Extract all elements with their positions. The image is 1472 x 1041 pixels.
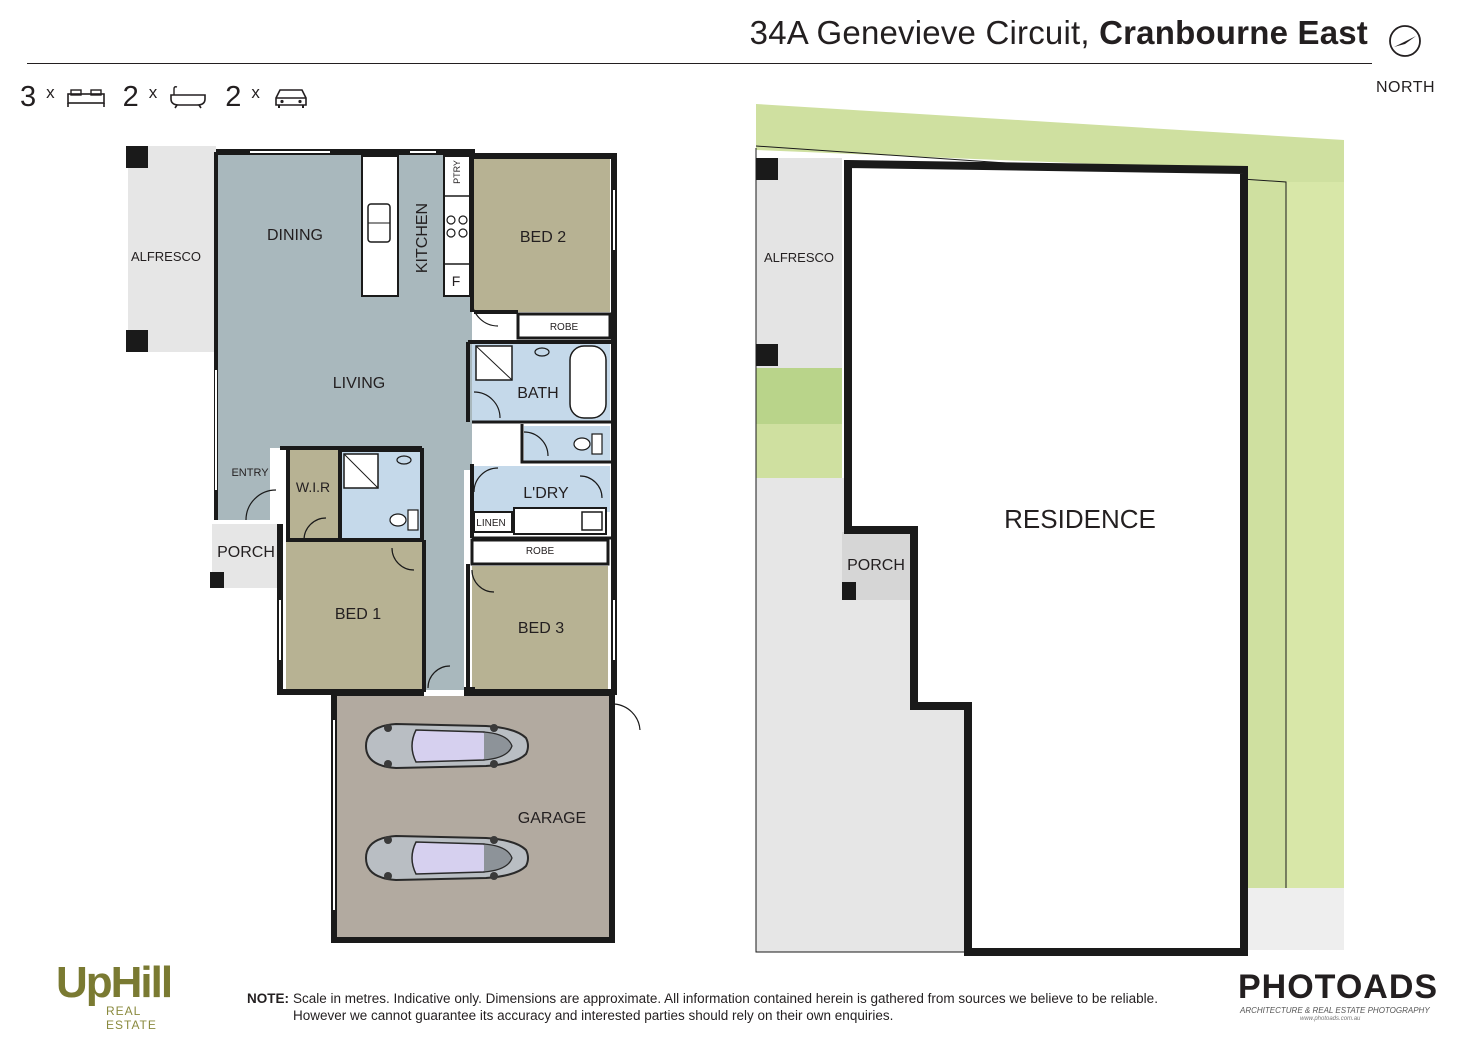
garden-bed: [756, 368, 842, 424]
address-suburb: Cranbourne East: [1099, 14, 1368, 51]
address-street: 34A Genevieve Circuit,: [749, 14, 1090, 51]
site-alfresco-area: [756, 158, 842, 368]
feature-summary: 3 x 2 x 2 x: [20, 80, 322, 114]
robe-bed3: [470, 538, 610, 566]
uphill-logo-subtitle: REAL ESTATE: [106, 1004, 157, 1032]
label-robe-bed2: ROBE: [550, 322, 579, 333]
label-wir: W.I.R: [296, 479, 330, 495]
note-line-2: However we cannot guarantee its accuracy…: [293, 1008, 894, 1023]
label-linen: LINEN: [476, 518, 505, 529]
label-dining: DINING: [267, 227, 323, 244]
cooktop-icon: [446, 215, 468, 238]
label-fridge: F: [452, 273, 461, 289]
times-symbol: x: [46, 83, 55, 102]
north-label: NORTH: [1376, 79, 1436, 96]
driveway-strip: [1244, 888, 1344, 950]
car-icon: [365, 723, 529, 769]
site-label-porch: PORCH: [847, 557, 905, 574]
label-pantry: PTRY: [452, 160, 462, 184]
label-entry: ENTRY: [231, 467, 269, 479]
label-bed1: BED 1: [335, 606, 381, 623]
basin-icon: [534, 347, 550, 357]
photoads-logo-url: www.photoads.com.au: [1300, 1016, 1361, 1022]
site-plan: ALFRESCO PORCH RESIDENCE: [755, 104, 1344, 956]
door-swings: [245, 299, 641, 731]
property-address: 34A Genevieve Circuit, Cranbourne East: [750, 14, 1368, 52]
site-label-residence: RESIDENCE: [1004, 504, 1156, 534]
alfresco-post: [126, 330, 148, 352]
bed2-area: [474, 156, 610, 312]
uphill-logo: UpHill REAL ESTATE: [56, 958, 196, 1032]
car-space-count: 2: [225, 80, 242, 113]
porch-post: [210, 572, 224, 588]
label-bed3: BED 3: [518, 620, 564, 637]
ensuite-toilet-icon: [389, 513, 407, 527]
photoads-logo-text: PHOTOADS: [1238, 968, 1439, 1006]
label-bed2: BED 2: [520, 229, 566, 246]
robe-bed2: [516, 312, 612, 340]
bathtub-icon: [569, 345, 607, 419]
photoads-logo-subtitle: ARCHITECTURE & REAL ESTATE PHOTOGRAPHY: [1240, 1006, 1430, 1015]
label-robe-bed3: ROBE: [526, 546, 555, 557]
laundry-trough: [581, 511, 603, 531]
times-symbol: x: [148, 83, 158, 102]
times-symbol: x: [251, 83, 260, 102]
car-icon: [275, 89, 307, 108]
bathroom-count: 2: [122, 80, 139, 113]
windows: [215, 151, 615, 910]
north-indicator: NORTH: [1376, 24, 1436, 97]
uphill-logo-text: UpHill: [56, 958, 173, 1007]
living-dining-area: [216, 152, 472, 690]
laundry-area: [472, 466, 610, 512]
label-alfresco: ALFRESCO: [131, 249, 201, 264]
bed1-area: [286, 542, 422, 692]
wir-area: [288, 450, 338, 540]
bed3-area: [472, 566, 608, 690]
site-porch-post: [842, 582, 856, 600]
label-garage: GARAGE: [518, 810, 586, 827]
floor-plan-walls: [214, 149, 617, 943]
label-bath: BATH: [517, 385, 558, 402]
bed-icon: [66, 89, 105, 107]
photoads-logo: PHOTOADS ARCHITECTURE & REAL ESTATE PHOT…: [1238, 968, 1443, 1024]
compass-icon: [1389, 25, 1421, 57]
label-porch: PORCH: [217, 544, 275, 561]
label-kitchen: KITCHEN: [414, 203, 431, 273]
residence-footprint: [844, 159, 1248, 956]
garden-bed: [756, 424, 842, 478]
label-living: LIVING: [333, 375, 385, 392]
title-divider: [27, 63, 1372, 64]
site-alfresco-post: [756, 158, 778, 180]
note-label: NOTE:: [247, 991, 289, 1006]
car-icon: [365, 835, 529, 881]
label-laundry: L'DRY: [523, 485, 569, 502]
note-line-1: Scale in metres. Indicative only. Dimens…: [293, 991, 1158, 1006]
ensuite-basin-icon: [396, 455, 412, 465]
bath-icon: [170, 86, 207, 109]
site-label-alfresco: ALFRESCO: [764, 250, 834, 265]
site-paving: [756, 478, 966, 952]
alfresco-area: [128, 146, 216, 352]
bedroom-count: 3: [20, 80, 37, 113]
site-alfresco-post: [756, 344, 778, 366]
alfresco-post: [126, 146, 148, 168]
side-lawn: [1286, 182, 1344, 888]
toilet-icon: [573, 437, 591, 451]
floor-plan: ALFRESCO DINING KITCHEN PTRY F BED 2 ROB…: [126, 146, 641, 943]
